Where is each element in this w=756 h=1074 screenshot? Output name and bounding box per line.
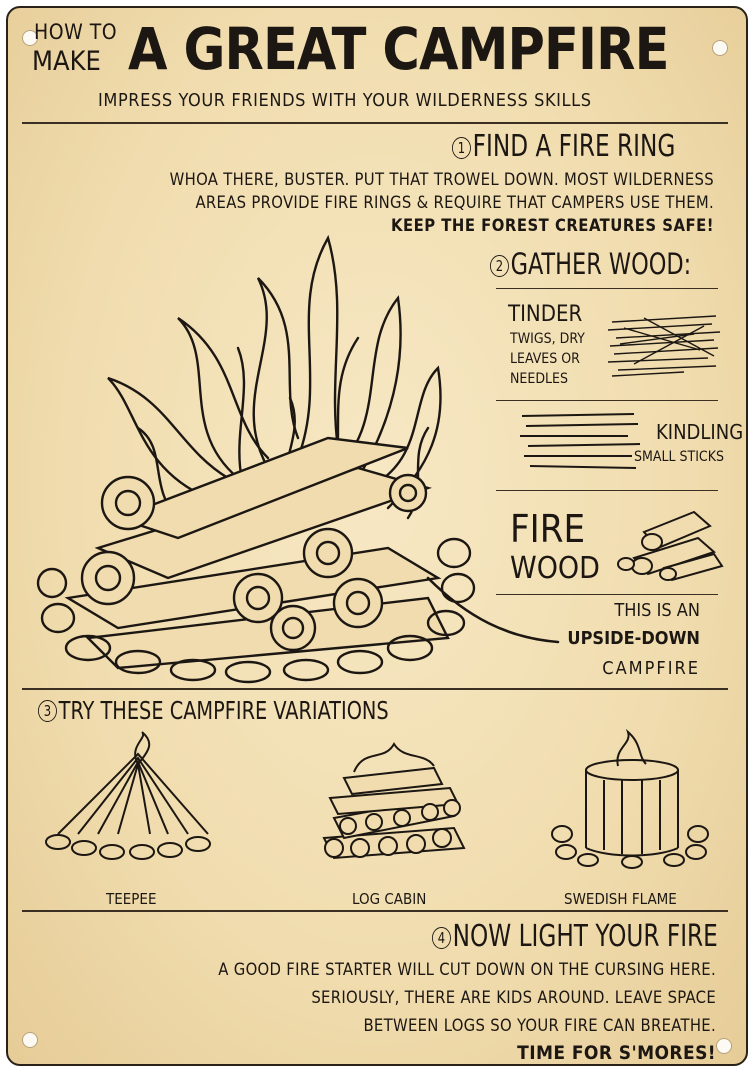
step1-line-2: AREAS PROVIDE FIRE RINGS & REQUIRE THAT … — [195, 193, 714, 212]
teepee-illustration — [45, 731, 211, 860]
kindling-divider — [496, 490, 718, 491]
variation-label-teepee: TEEPEE — [106, 890, 157, 908]
tin-sign: HOW TO MAKE A GREAT CAMPFIRE IMPRESS YOU… — [6, 6, 748, 1066]
gather-divider — [496, 288, 718, 289]
header-how-to: HOW TO — [34, 20, 118, 44]
step4-line-4: TIME FOR S'MORES! — [517, 1042, 716, 1064]
tinder-illustration — [607, 315, 721, 377]
campfire-illustration — [36, 234, 560, 684]
variation-label-log-cabin: LOG CABIN — [352, 890, 427, 908]
firewood-wood: WOOD — [510, 551, 600, 586]
tinder-line-2: LEAVES OR — [510, 351, 580, 367]
upside-line-1: THIS IS AN — [614, 600, 700, 621]
kindling-illustration — [520, 413, 641, 469]
firewood-divider — [496, 594, 718, 595]
header-divider — [22, 122, 728, 124]
tinder-line-1: TWIGS, DRY — [510, 331, 585, 347]
step2-number: 2 — [490, 255, 509, 277]
upside-line-2: UPSIDE-DOWN — [567, 628, 700, 649]
page-title: A GREAT CAMPFIRE — [128, 15, 669, 83]
firewood-illustration — [617, 510, 724, 582]
mounting-hole-top-left — [22, 30, 38, 46]
step4-line-1: A GOOD FIRE STARTER WILL CUT DOWN ON THE… — [218, 960, 716, 979]
variations-divider — [22, 688, 728, 690]
mounting-hole-top-right — [712, 40, 728, 56]
step3-number: 3 — [38, 700, 57, 722]
tinder-title: TINDER — [508, 302, 583, 327]
kindling-desc: SMALL STICKS — [634, 449, 724, 465]
tinder-line-3: NEEDLES — [510, 371, 569, 387]
step4-heading-text: NOW LIGHT YOUR FIRE — [452, 919, 718, 954]
log-cabin-illustration — [322, 742, 466, 860]
step2-heading-text: GATHER WOOD: — [510, 247, 692, 281]
firewood-fire: FIRE — [510, 507, 586, 551]
header-make: MAKE — [32, 46, 101, 77]
variation-label-swedish-flame: SWEDISH FLAME — [564, 890, 677, 908]
upside-line-3: CAMPFIRE — [602, 658, 700, 679]
light-divider — [22, 910, 728, 912]
step4-number: 4 — [432, 927, 451, 949]
step1-number: 1 — [452, 137, 471, 159]
tinder-divider — [496, 400, 718, 401]
step1-line-1: WHOA THERE, BUSTER. PUT THAT TROWEL DOWN… — [169, 170, 714, 189]
step4-line-2: SERIOUSLY, THERE ARE KIDS AROUND. LEAVE … — [311, 988, 716, 1007]
page-subtitle: IMPRESS YOUR FRIENDS WITH YOUR WILDERNES… — [98, 90, 592, 111]
mounting-hole-bottom-right — [716, 1038, 732, 1054]
step1-line-3: KEEP THE FOREST CREATURES SAFE! — [390, 216, 714, 235]
step1-heading-text: FIND A FIRE RING — [472, 129, 676, 164]
kindling-title: KINDLING — [656, 420, 744, 444]
swedish-flame-illustration — [551, 728, 709, 869]
mounting-hole-bottom-left — [22, 1032, 38, 1048]
step4-line-3: BETWEEN LOGS SO YOUR FIRE CAN BREATHE. — [363, 1016, 716, 1035]
step3-heading-text: TRY THESE CAMPFIRE VARIATIONS — [58, 696, 389, 725]
